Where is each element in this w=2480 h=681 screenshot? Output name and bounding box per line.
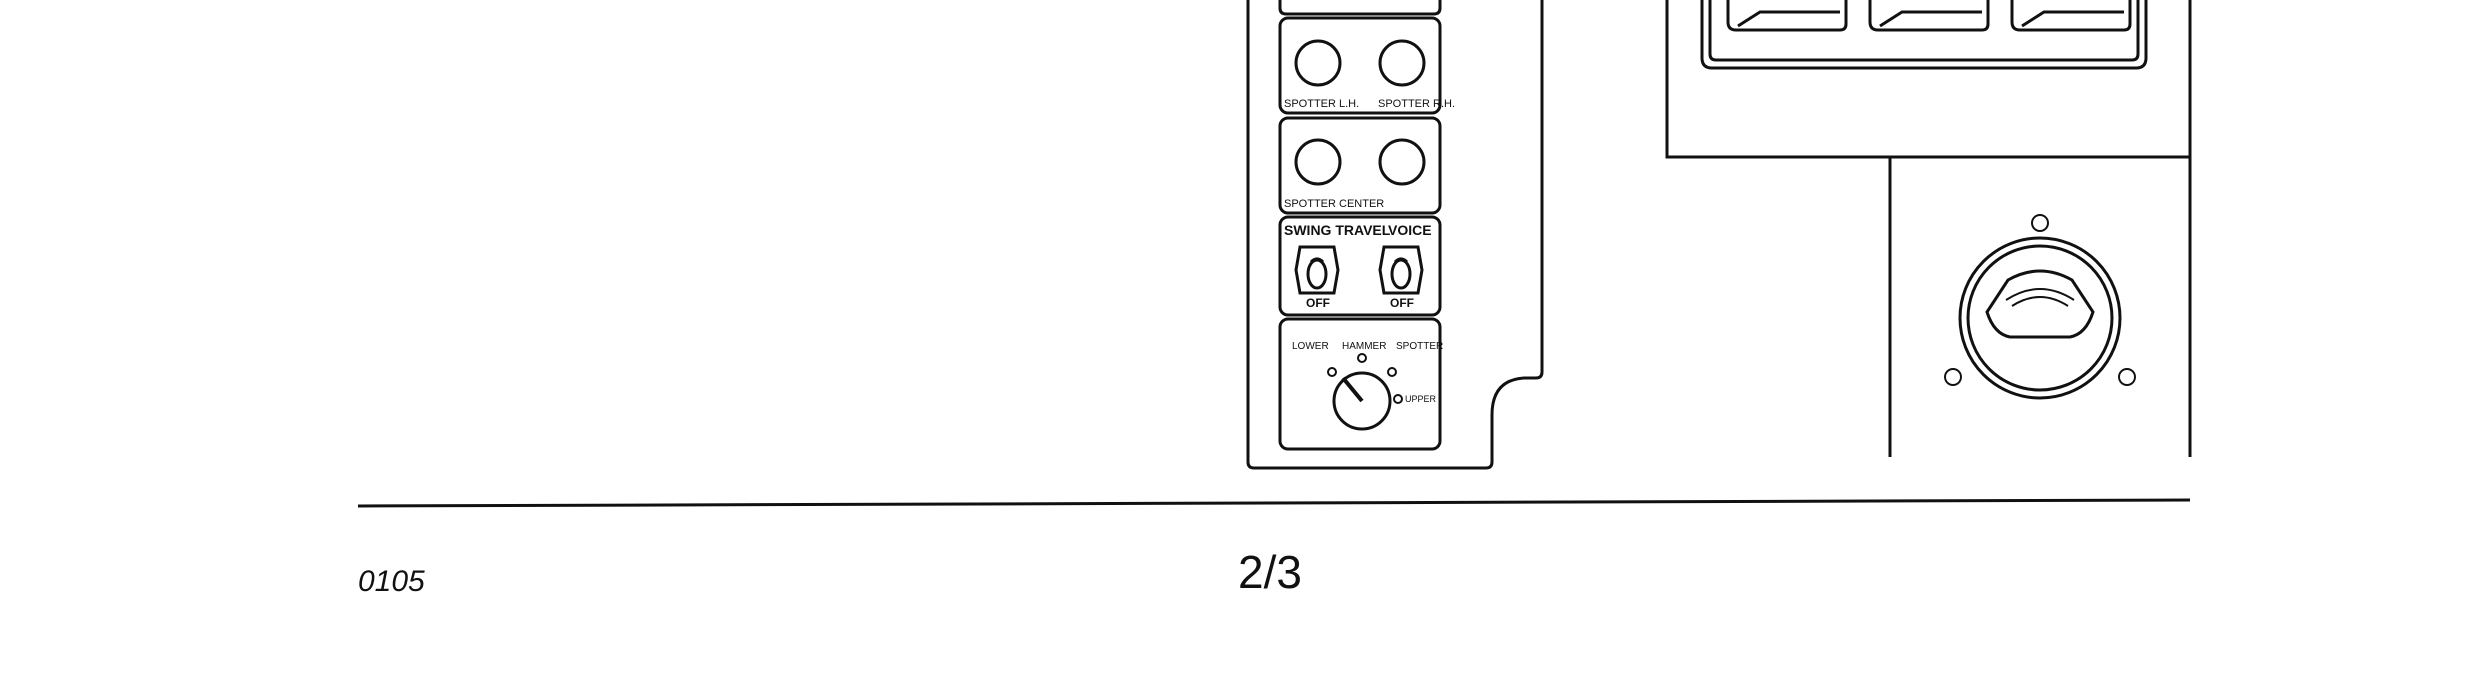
page-number: 2/3 — [1238, 546, 1302, 598]
spotter-center-right-button[interactable] — [1378, 138, 1426, 186]
spotter-indicator-dot — [1387, 367, 1397, 377]
footer-rule — [357, 498, 2191, 508]
spotter-center-label: SPOTTER CENTER — [1284, 198, 1384, 210]
display-key-2[interactable] — [1868, 0, 1990, 32]
document-code: 0105 — [358, 565, 425, 598]
spotter-lh-label: SPOTTER L.H. — [1284, 98, 1359, 110]
gauge-housing — [1888, 157, 2192, 457]
selector-spotter-label: SPOTTER — [1396, 341, 1443, 352]
spotter-rh-label: SPOTTER R.H. — [1378, 98, 1455, 110]
voice-off-label: OFF — [1390, 296, 1414, 310]
display-screen-frame — [1700, 0, 2148, 70]
lower-indicator-dot — [1327, 367, 1337, 377]
gauge-left-dot — [1944, 368, 1962, 386]
selector-knob[interactable] — [1332, 371, 1392, 431]
display-inner-frame — [1708, 0, 2140, 62]
top-box-partial — [1278, 0, 1442, 16]
hammer-indicator-dot — [1357, 353, 1367, 363]
spotter-center-left-button[interactable] — [1294, 138, 1342, 186]
voice-toggle[interactable] — [1378, 245, 1424, 295]
display-housing — [1665, 0, 2192, 159]
display-key-1[interactable] — [1726, 0, 1848, 32]
gauge-right-dot — [2118, 368, 2136, 386]
selector-upper-label: UPPER — [1405, 394, 1437, 404]
spotter-lh-rh-group — [1278, 16, 1442, 115]
spotter-center-group — [1278, 116, 1442, 215]
gauge-arc — [2005, 288, 2075, 307]
display-key-3[interactable] — [2010, 0, 2132, 32]
voice-title: VOICE — [1388, 222, 1432, 238]
gauge-top-dot — [2031, 214, 2049, 232]
gauge-inner-ring — [1966, 244, 2114, 392]
spotter-lh-button[interactable] — [1294, 39, 1342, 87]
swing-travel-off-label: OFF — [1306, 296, 1330, 310]
gauge-outer-ring — [1958, 236, 2122, 400]
selector-lower-label: LOWER — [1292, 341, 1329, 352]
swing-travel-title: SWING TRAVEL — [1284, 222, 1391, 238]
spotter-rh-button[interactable] — [1378, 39, 1426, 87]
panel-outline — [1246, 0, 1544, 470]
toggle-group — [1278, 215, 1442, 317]
upper-indicator-dot — [1393, 394, 1403, 404]
selector-hammer-label: HAMMER — [1342, 341, 1386, 352]
selector-pointer — [1341, 376, 1364, 403]
selector-group — [1278, 317, 1442, 451]
gauge-dial-window — [1985, 269, 2095, 339]
swing-travel-toggle[interactable] — [1294, 245, 1340, 295]
